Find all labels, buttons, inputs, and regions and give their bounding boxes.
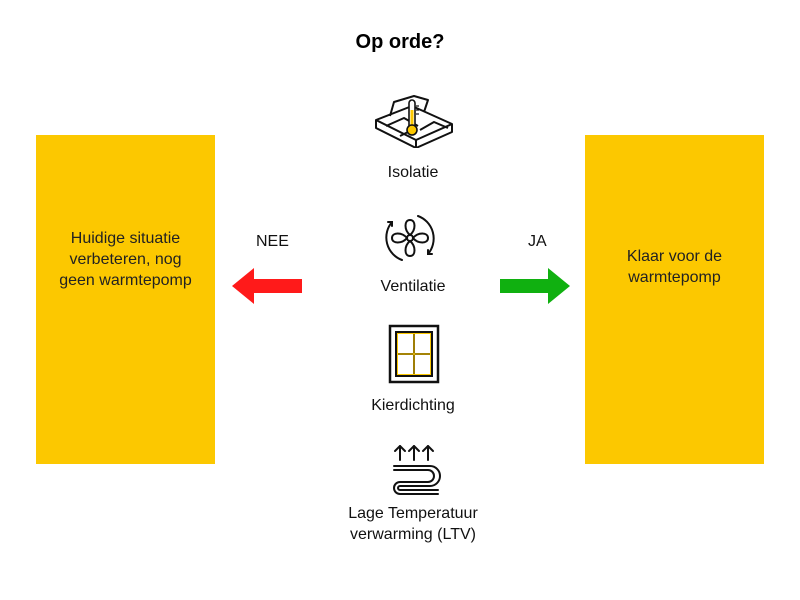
outcome-box-yes: Klaar voor de warmtepomp: [585, 135, 764, 464]
insulated-house-thermometer-icon: [375, 95, 453, 148]
diagram-title: Op orde?: [355, 31, 445, 53]
outcome-text-yes: Klaar voor de warmtepomp: [626, 248, 723, 286]
yes-label: JA: [528, 233, 547, 250]
fan-icon: [385, 215, 435, 261]
window-draught-sealing-icon: [388, 324, 440, 384]
red-left-arrow-icon: [232, 268, 302, 304]
item-label-draught-sealing: Kierdichting: [371, 397, 455, 414]
item-label-low-temperature-heating: Lage Temperatuur verwarming (LTV): [348, 505, 478, 543]
no-label: NEE: [256, 233, 289, 250]
floor-heating-icon: [393, 445, 441, 495]
item-label-isolation: Isolatie: [387, 164, 439, 181]
green-right-arrow-icon: [500, 268, 570, 304]
outcome-text-no: Huidige situatie verbeteren, nog geen wa…: [59, 230, 192, 289]
outcome-box-no: Huidige situatie verbeteren, nog geen wa…: [36, 135, 215, 464]
item-label-ventilation: Ventilatie: [380, 278, 446, 295]
